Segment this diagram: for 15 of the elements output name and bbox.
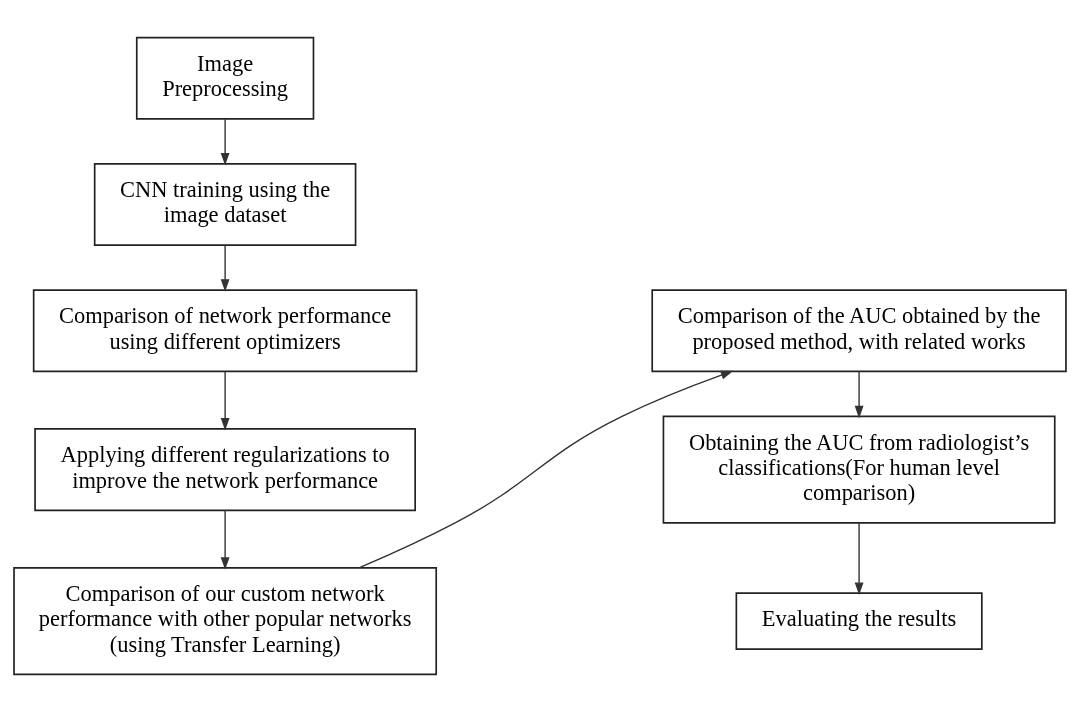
node-box: Comparison of network performance using different optimizers (32, 288, 418, 372)
arrow (220, 118, 230, 166)
arrow (220, 370, 230, 431)
node-box: Applying different regularizations to improve the network performance (34, 427, 416, 511)
node-box: Comparison of our custom network performance with other popular networks (using Transfer Learning) (13, 566, 438, 675)
arrow (854, 521, 864, 595)
node-box: Obtaining the AUC from radiologist’s classifications(For human level comparison) (662, 414, 1056, 524)
node-box: Evaluating the results (735, 591, 983, 650)
node-box: Image Preprocessing (135, 36, 315, 120)
arrow (358, 370, 734, 568)
arrow (220, 244, 230, 292)
node-box: Comparison of the AUC obtained by the proposed method, with related works (651, 288, 1067, 372)
node-box: CNN training using the image dataset (93, 162, 357, 246)
arrow (854, 370, 864, 418)
arrow (220, 509, 230, 570)
